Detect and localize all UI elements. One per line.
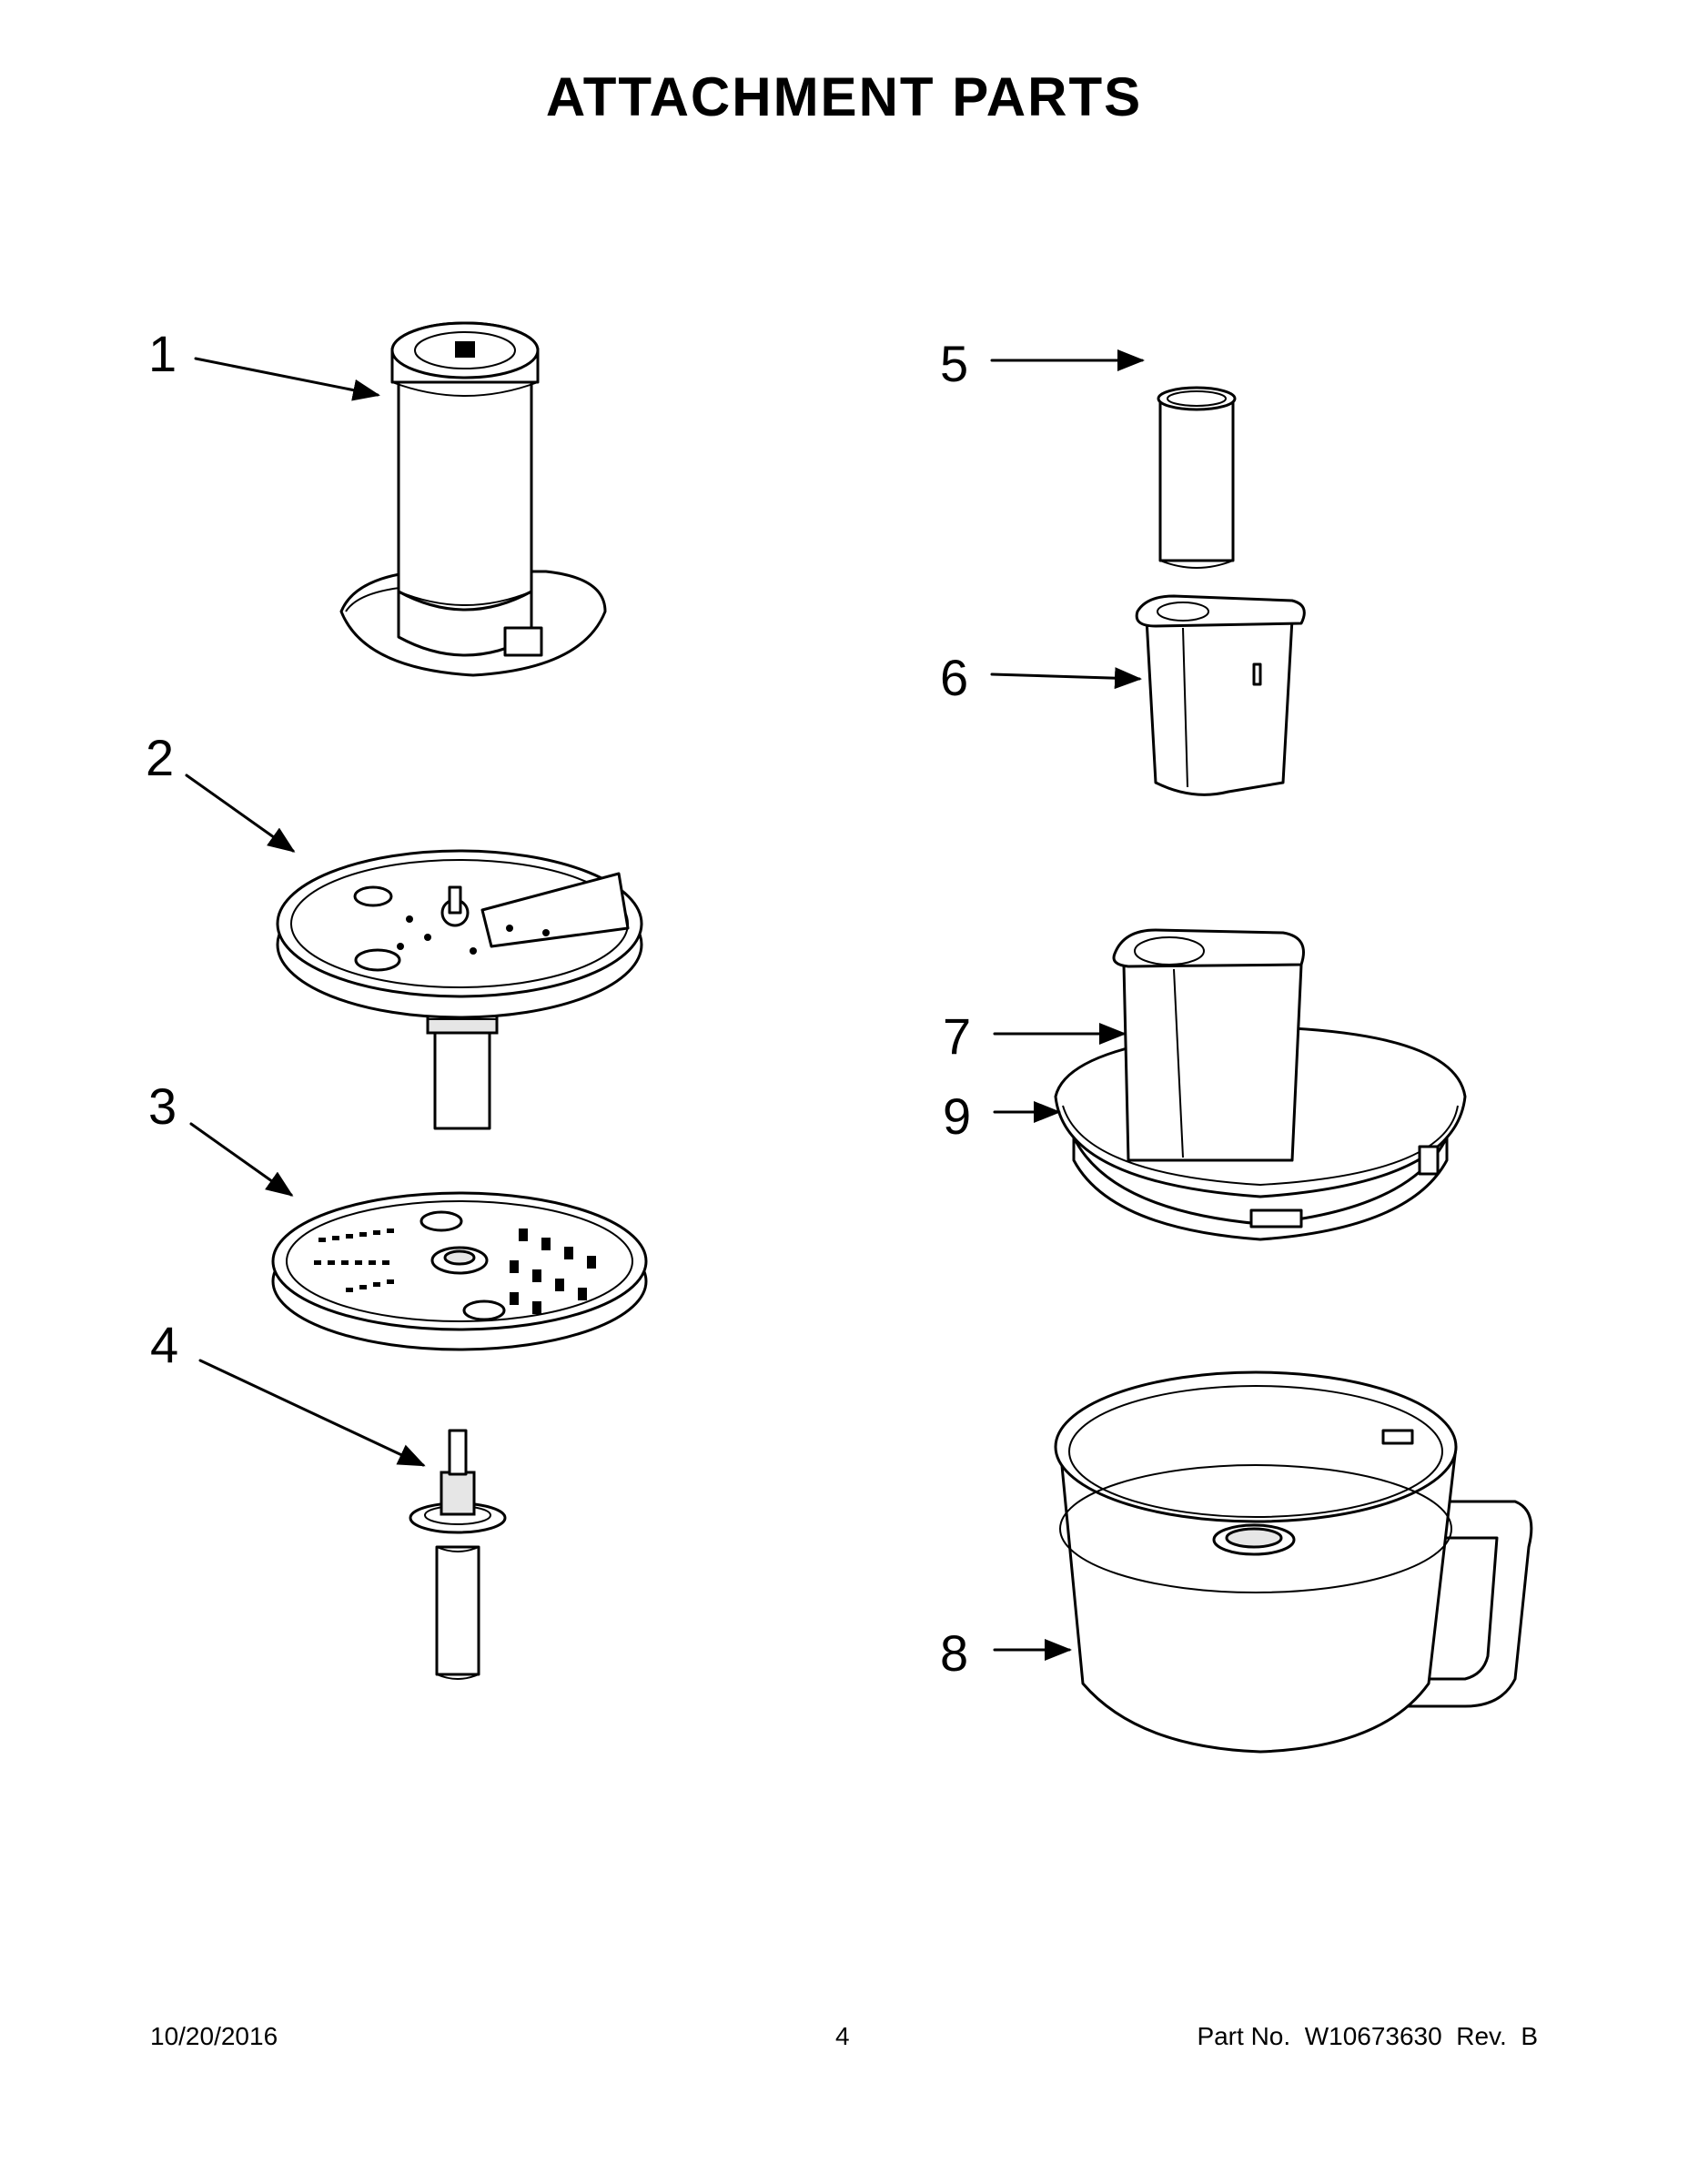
part-6-illustration bbox=[1135, 594, 1306, 796]
callout-7: 7 bbox=[943, 1007, 971, 1065]
callout-6: 6 bbox=[940, 649, 968, 706]
callout-2: 2 bbox=[146, 729, 174, 786]
callout-4: 4 bbox=[150, 1316, 178, 1373]
part-3-illustration bbox=[271, 1191, 648, 1351]
part-2-illustration bbox=[276, 849, 643, 1130]
footer-page-number: 4 bbox=[835, 2022, 850, 2050]
callout-8: 8 bbox=[940, 1624, 968, 1682]
callout-5: 5 bbox=[940, 335, 968, 392]
part-4-illustration bbox=[409, 1429, 507, 1680]
part-8-illustration bbox=[1054, 1370, 1533, 1754]
page-title: ATTACHMENT PARTS bbox=[545, 66, 1143, 127]
callout-1: 1 bbox=[148, 325, 177, 382]
callout-9: 9 bbox=[943, 1087, 971, 1145]
part-1-illustration bbox=[339, 321, 607, 677]
footer-date: 10/20/2016 bbox=[150, 2022, 278, 2050]
part-7-9-illustration bbox=[1054, 928, 1467, 1241]
footer-part-number: Part No. W10673630 Rev. B bbox=[1197, 2022, 1538, 2050]
part-5-illustration bbox=[1157, 386, 1237, 569]
callout-3: 3 bbox=[148, 1077, 177, 1135]
callout-arrows bbox=[185, 349, 1145, 1661]
